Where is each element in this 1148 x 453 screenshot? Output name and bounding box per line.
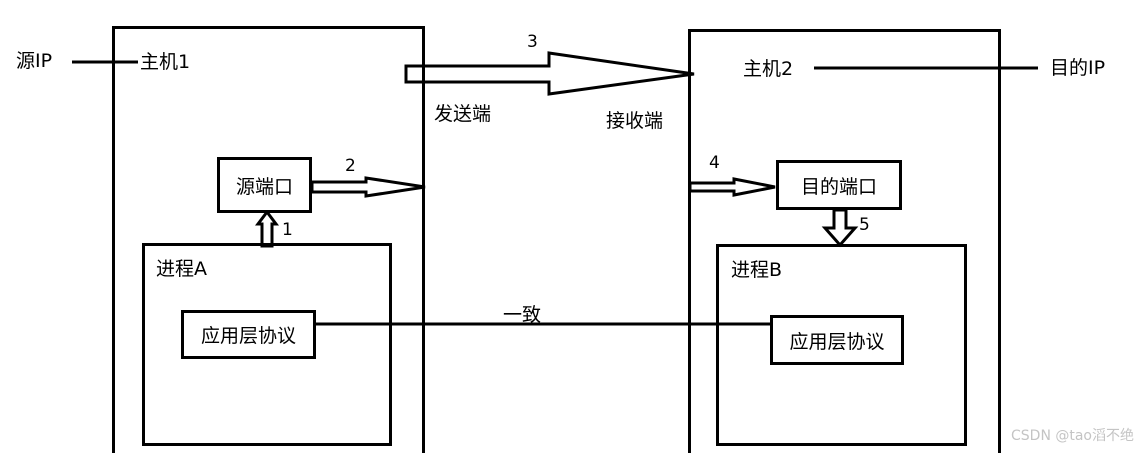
process-b-protocol-box: 应用层协议: [770, 315, 904, 365]
consistency-label: 一致: [503, 304, 542, 326]
process-a-title: 进程A: [156, 258, 207, 280]
step-3-arrow: [404, 51, 695, 96]
host1-box: [112, 26, 425, 453]
step-1-arrow: [255, 209, 279, 248]
sender-label: 发送端: [434, 103, 492, 125]
step-4-arrow: [688, 177, 776, 197]
step-5-number: 5: [859, 215, 870, 235]
process-a-protocol-label: 应用层协议: [200, 325, 296, 347]
process-a-box: [142, 243, 392, 446]
host2-box: [688, 29, 1001, 453]
process-b-protocol-label: 应用层协议: [789, 330, 885, 353]
step-3-number: 3: [527, 32, 538, 52]
dest-ip-label: 目的IP: [1050, 57, 1106, 79]
process-b-box: [716, 244, 967, 446]
dest-port-box: 目的端口: [776, 160, 902, 210]
process-a-protocol-box: 应用层协议: [181, 310, 316, 359]
step-2-number: 2: [345, 156, 356, 176]
source-port-box: 源端口: [217, 157, 312, 213]
source-port-label: 源端口: [235, 175, 293, 198]
host2-title: 主机2: [743, 58, 794, 80]
receiver-label: 接收端: [606, 110, 664, 132]
step-4-number: 4: [709, 153, 720, 173]
step-1-number: 1: [282, 220, 293, 240]
process-b-title: 进程B: [731, 259, 783, 281]
dest-port-label: 目的端口: [800, 175, 877, 198]
source-ip-label: 源IP: [16, 50, 53, 72]
host1-title: 主机1: [140, 51, 193, 73]
watermark: CSDN @tao滔不绝: [1011, 428, 1134, 444]
step-5-arrow: [821, 208, 859, 248]
step-2-arrow: [310, 176, 426, 198]
